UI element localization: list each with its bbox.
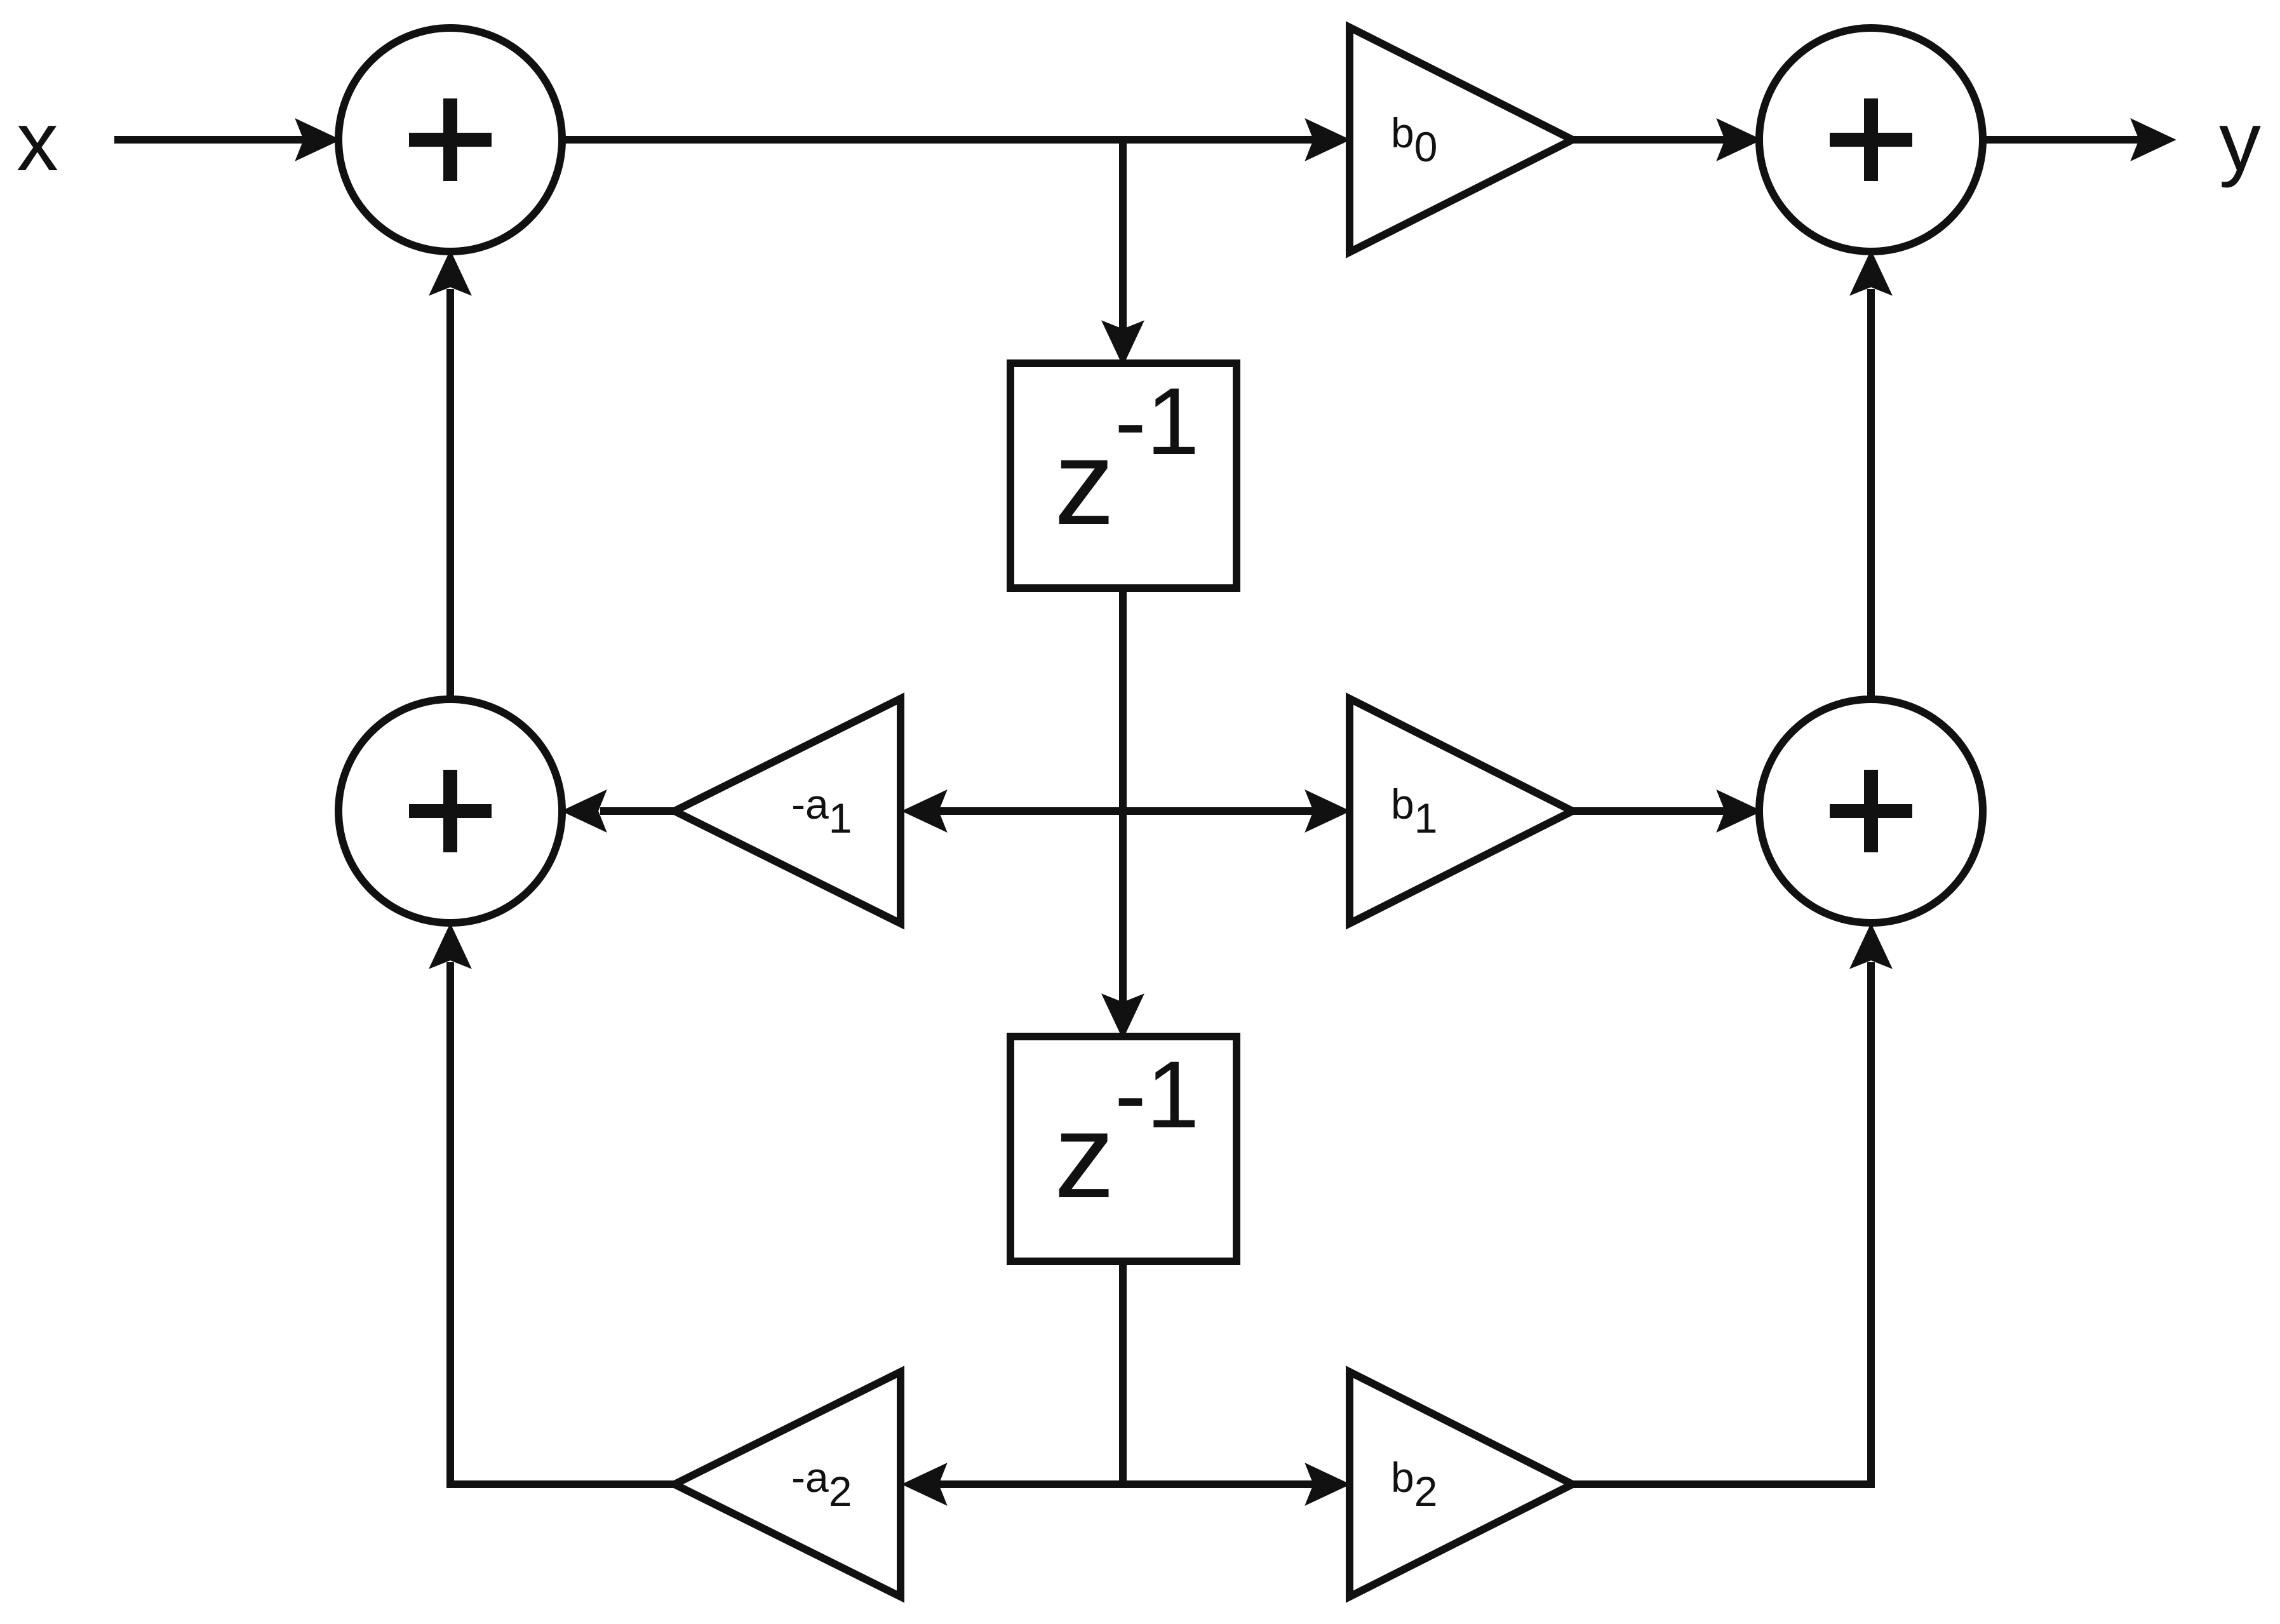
wire-a2-to-adder-feedback-1 xyxy=(446,962,674,1488)
gain-subscript: 1 xyxy=(1414,795,1438,842)
arrowhead-into-adder-input-from-x xyxy=(295,118,341,161)
arrowhead-into-b0 xyxy=(1304,118,1351,161)
gain-label: -a1 xyxy=(791,781,852,842)
gain-triangle xyxy=(1346,21,1581,258)
arrowhead-y-output xyxy=(2130,118,2176,161)
delay-exponent: -1 xyxy=(1115,368,1199,474)
input-label: x xyxy=(17,95,58,188)
delay-base: z xyxy=(1054,415,1115,550)
arrowhead-into-a2 xyxy=(901,1463,948,1506)
arrowhead-into-b1 xyxy=(1304,789,1351,833)
plus-icon xyxy=(1864,98,1878,181)
gain-base: b xyxy=(1391,781,1414,828)
arrowhead-into-adder-feedback-1 xyxy=(561,789,607,833)
connections xyxy=(114,136,2153,1488)
gain-base: b xyxy=(1391,1454,1414,1501)
delay-base: z xyxy=(1054,1089,1115,1223)
plus-icon xyxy=(1864,770,1878,852)
adder-feedback-1 xyxy=(335,695,566,927)
wire-b2-to-adder-feedforward-1 xyxy=(1573,962,1875,1488)
arrowhead-into-adder-output xyxy=(1716,118,1762,161)
gain-a2: -a2 xyxy=(666,1366,904,1603)
gain-base: b xyxy=(1391,109,1414,156)
gain-label: b0 xyxy=(1391,109,1437,170)
gain-triangle xyxy=(1346,1366,1581,1603)
adder-input xyxy=(335,24,566,255)
gain-label: -a2 xyxy=(791,1454,852,1515)
delay-exponent: -1 xyxy=(1115,1041,1199,1148)
adder-output xyxy=(1755,24,1987,255)
arrowhead-into-delay-1 xyxy=(1101,320,1144,366)
gain-triangle xyxy=(666,1366,904,1603)
gain-triangle xyxy=(666,692,904,930)
delay-label: z-1 xyxy=(1054,1041,1199,1223)
delay-box xyxy=(1007,359,1240,592)
delay-2: z-1 xyxy=(1007,1033,1240,1265)
delay-1: z-1 xyxy=(1007,359,1240,592)
plus-icon xyxy=(443,98,457,181)
gain-label: b1 xyxy=(1391,781,1437,842)
output-label: y xyxy=(2219,95,2261,188)
arrowhead-up-into-adder-feedforward-1 xyxy=(1849,923,1893,969)
arrowheads xyxy=(295,118,2176,1506)
gain-b0: b0 xyxy=(1346,21,1581,258)
gain-a1: -a1 xyxy=(666,692,904,930)
arrowhead-into-b2 xyxy=(1304,1463,1351,1506)
delay-box xyxy=(1007,1033,1240,1265)
gain-triangle xyxy=(1346,692,1581,930)
gain-subscript: 0 xyxy=(1414,123,1438,170)
gain-b2: b2 xyxy=(1346,1366,1581,1603)
arrowhead-up-into-adder-output xyxy=(1849,250,1893,296)
gain-base: -a xyxy=(791,1454,829,1501)
gain-subscript: 2 xyxy=(829,1468,852,1515)
delay-label: z-1 xyxy=(1054,368,1199,550)
plus-icon xyxy=(443,770,457,852)
arrowhead-into-adder-feedforward-1 xyxy=(1716,789,1762,833)
gain-label: b2 xyxy=(1391,1454,1437,1515)
adder-feedforward-1 xyxy=(1755,695,1987,927)
arrowhead-up-into-adder-feedback-1 xyxy=(429,923,472,969)
gain-subscript: 2 xyxy=(1414,1468,1438,1515)
gain-base: -a xyxy=(791,781,829,828)
arrowhead-into-delay-2 xyxy=(1101,993,1144,1040)
arrowhead-into-a1 xyxy=(901,789,948,833)
gain-subscript: 1 xyxy=(829,795,852,842)
gain-b1: b1 xyxy=(1346,692,1581,930)
arrowhead-up-into-adder-input xyxy=(429,250,472,296)
